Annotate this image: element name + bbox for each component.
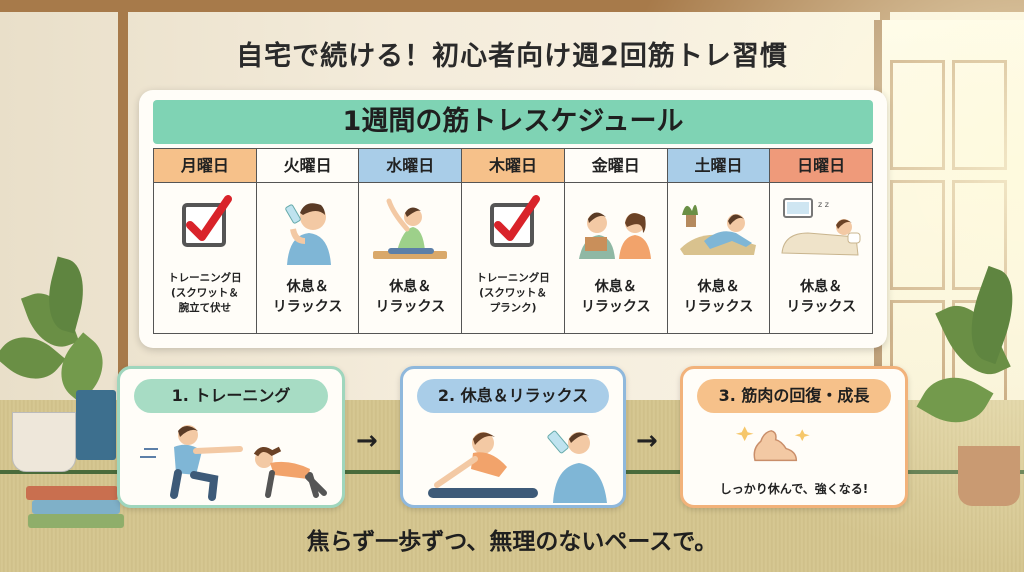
day-monday: 月曜日 トレーニング日 (スクワット＆ 腕立て伏せ — [154, 149, 257, 333]
day-desc-line: (スクワット＆ — [170, 287, 239, 299]
day-desc-line: トレーニング日 — [476, 272, 550, 284]
books-stack — [28, 514, 124, 528]
day-label: 月曜日 — [154, 149, 256, 183]
day-friday: 金曜日 休息＆ リラックス — [564, 149, 668, 333]
books-stack — [26, 486, 118, 500]
svg-text:z z: z z — [818, 200, 829, 209]
wall-post-left — [118, 0, 128, 410]
flexed-arm-icon — [735, 426, 810, 462]
reading-couple-icon — [578, 212, 651, 259]
arrow-icon: → — [356, 426, 378, 456]
books-stack — [32, 500, 120, 514]
step-rest: 2. 休息＆リラックス — [400, 366, 626, 508]
step-label: 1. トレーニング — [134, 379, 328, 413]
day-label: 土曜日 — [667, 149, 770, 183]
day-desc-line: 腕立て伏せ — [178, 302, 232, 314]
checkmark-icon — [490, 195, 541, 247]
step-caption: しっかり休んで、強くなる! — [719, 482, 869, 496]
step-recovery: 3. 筋肉の回復・成長 しっかり休んで、強くなる! — [680, 366, 908, 508]
footer-message: 焦らず一歩ずつ、無理のないペースで。 — [306, 529, 718, 555]
day-thursday: 木曜日 トレーニング日 (スクワット＆ プランク) — [462, 149, 565, 333]
day-desc-line: 休息＆ — [800, 279, 843, 295]
sleeping-icon: z z — [781, 198, 861, 256]
day-label: 水曜日 — [359, 149, 462, 183]
day-label: 火曜日 — [256, 149, 359, 183]
step-label: 3. 筋肉の回復・成長 — [697, 379, 891, 413]
day-desc-line: リラックス — [580, 299, 651, 315]
schedule-header: 1週間の筋トレスケジュール — [153, 100, 873, 144]
step-training: 1. トレーニング — [117, 366, 345, 508]
day-label: 金曜日 — [564, 149, 667, 183]
day-desc-line: 休息＆ — [594, 279, 637, 295]
day-tuesday: 火曜日 休息＆ リラックス — [256, 149, 360, 333]
day-desc-line: リラックス — [375, 299, 446, 315]
day-desc-line: (スクワット＆ — [479, 287, 547, 299]
schedule-panel: 1週間の筋トレスケジュール 月曜日 トレーニング日 (スクワット＆ 腕立て伏せ … — [139, 90, 887, 348]
day-desc-line: リラックス — [272, 299, 343, 315]
checkmark-icon — [182, 195, 232, 247]
books-shelf — [76, 390, 116, 460]
drinking-water-icon — [284, 203, 331, 265]
page-title: 自宅で続ける！初心者向け週2回筋トレ習慣 — [236, 41, 788, 72]
stretch-and-drink-illustration — [428, 430, 607, 503]
day-desc-line: トレーニング日 — [168, 272, 242, 284]
day-desc-line: リラックス — [786, 299, 856, 315]
day-desc-line: 休息＆ — [286, 279, 329, 295]
day-desc-line: 休息＆ — [389, 279, 432, 295]
step-label: 2. 休息＆リラックス — [417, 379, 609, 413]
day-desc-line: 休息＆ — [697, 279, 740, 295]
lounging-icon — [679, 204, 756, 255]
exercise-illustration — [140, 425, 327, 501]
yoga-stretch-icon — [373, 198, 448, 259]
arrow-icon: → — [636, 426, 658, 456]
day-saturday: 土曜日 休息＆ リラックス — [667, 149, 771, 333]
day-wednesday: 水曜日 休息＆ リラックス — [359, 149, 463, 333]
day-label: 木曜日 — [462, 149, 564, 183]
plant-pot-right — [958, 446, 1020, 506]
plant-pot-left — [12, 412, 76, 472]
week-grid: 月曜日 トレーニング日 (スクワット＆ 腕立て伏せ 火曜日 休息＆ — [153, 148, 873, 334]
day-sunday: 日曜日 z z 休息＆ リラックス — [770, 149, 873, 333]
day-desc-line: リラックス — [683, 299, 754, 315]
day-desc-line: プランク) — [489, 302, 537, 314]
day-label: 日曜日 — [770, 149, 873, 183]
